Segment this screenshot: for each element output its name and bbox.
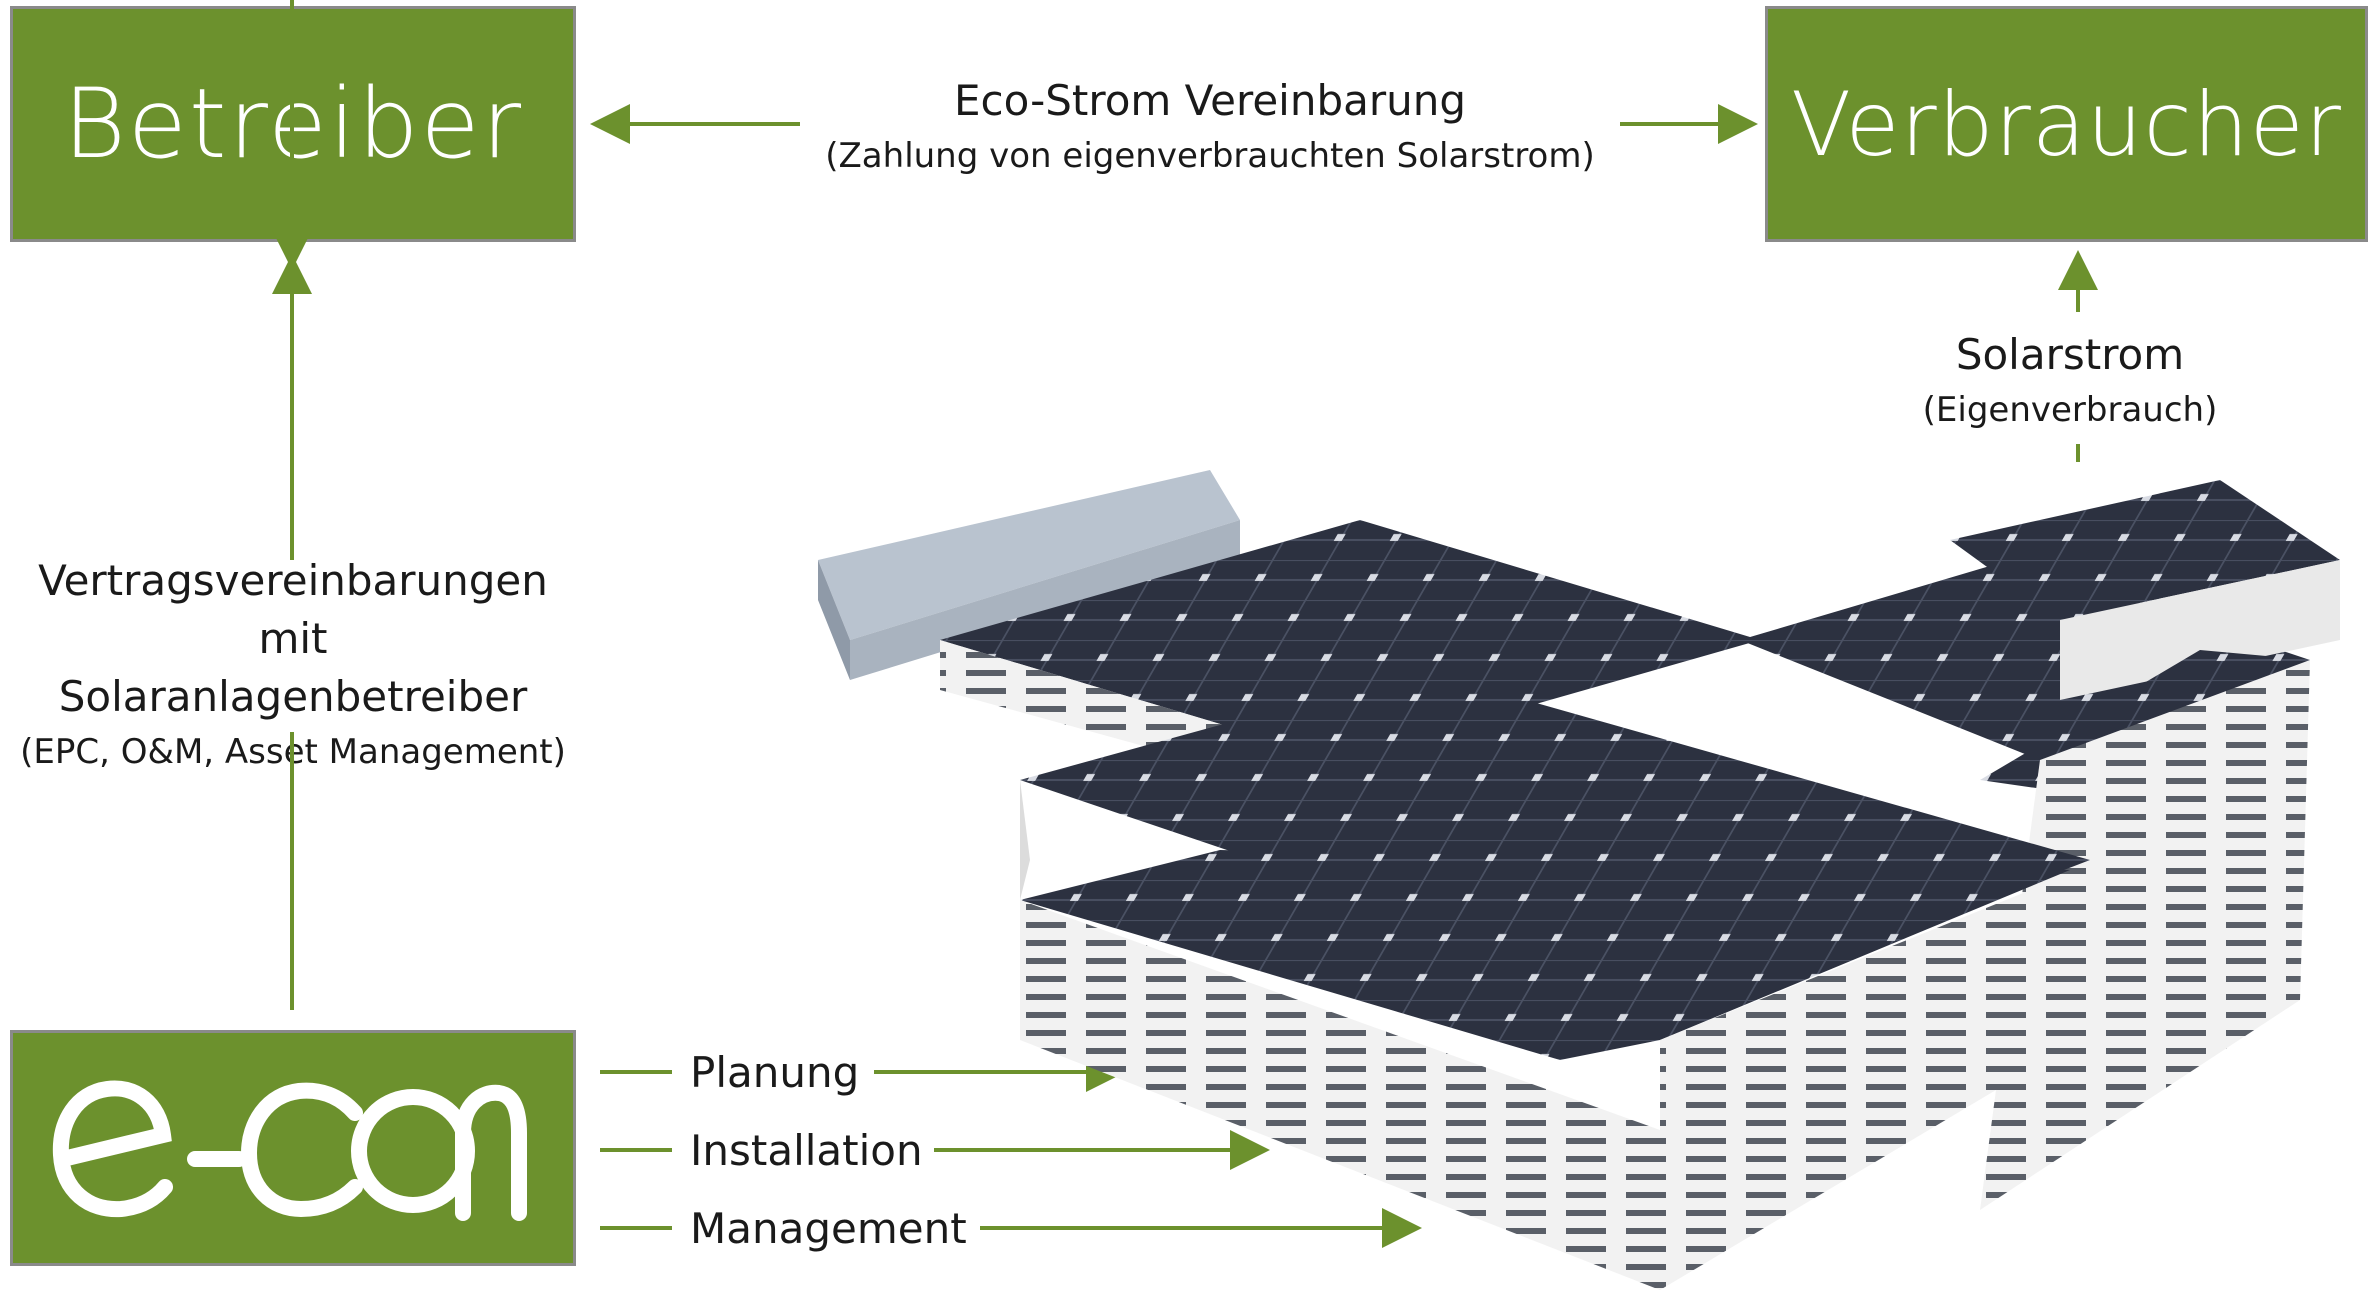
service-management: Management — [690, 1204, 967, 1253]
consumer-label: Verbraucher — [1791, 72, 2342, 176]
consumer-box: Verbraucher — [1765, 6, 2368, 242]
solar-power-subtitle: (Eigenverbrauch) — [1922, 390, 2218, 430]
econ-logo — [52, 1080, 527, 1221]
solar-roof-building-icon — [818, 470, 2340, 1290]
solar-power-title: Solarstrom — [1955, 330, 2185, 379]
eco-strom-title: Eco-Strom Vereinbarung — [953, 76, 1467, 125]
service-planung: Planung — [690, 1048, 860, 1097]
contract-line-2: Solaranlagenbetreiber — [58, 672, 528, 721]
eco-strom-subtitle: (Zahlung von eigenverbrauchten Solarstro… — [825, 136, 1595, 176]
contract-line-1: Vertragsvereinbarungen mit — [38, 556, 548, 663]
eco-strom-agreement: Eco-Strom Vereinbarung (Zahlung von eige… — [760, 72, 1660, 182]
econ-logo-box — [10, 1030, 576, 1266]
service-installation: Installation — [690, 1126, 923, 1175]
solar-power: Solarstrom (Eigenverbrauch) — [1880, 326, 2260, 436]
